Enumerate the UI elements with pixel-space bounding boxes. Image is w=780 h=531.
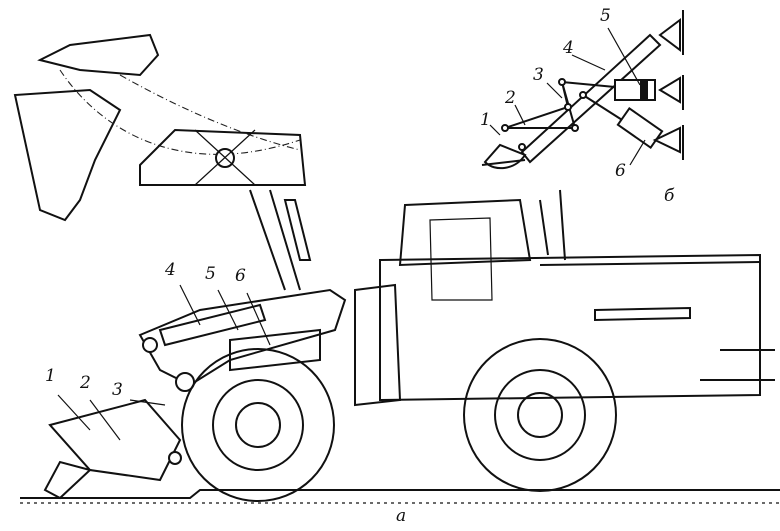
view-label-b: б bbox=[664, 186, 675, 206]
scheme-callout-6: 6 bbox=[615, 161, 626, 181]
callout-6: 6 bbox=[235, 266, 246, 286]
cab bbox=[398, 198, 532, 267]
ground-line bbox=[20, 489, 780, 504]
scheme-callout-5: 5 bbox=[600, 6, 611, 26]
callout-3: 3 bbox=[112, 380, 123, 400]
scheme-callout-2: 2 bbox=[505, 88, 516, 108]
lowered-bucket bbox=[43, 398, 182, 500]
callout-2: 2 bbox=[80, 373, 91, 393]
callout-1: 1 bbox=[45, 366, 56, 386]
lift-cylinder-raised bbox=[249, 189, 312, 291]
tractor-body bbox=[354, 189, 775, 407]
callout-5: 5 bbox=[205, 264, 216, 284]
callout-4: 4 bbox=[165, 260, 176, 280]
rear-wheel bbox=[463, 338, 617, 492]
raised-bucket bbox=[13, 33, 307, 222]
view-label-a: а bbox=[396, 506, 407, 526]
front-wheel bbox=[181, 348, 335, 502]
boom-arm bbox=[138, 288, 347, 392]
scheme-callout-4: 4 bbox=[563, 38, 574, 58]
scheme-callout-1: 1 bbox=[480, 110, 491, 130]
main-callout-leaders bbox=[57, 284, 271, 441]
scheme-callout-3: 3 bbox=[533, 65, 544, 85]
kinematic-scheme bbox=[481, 10, 684, 170]
